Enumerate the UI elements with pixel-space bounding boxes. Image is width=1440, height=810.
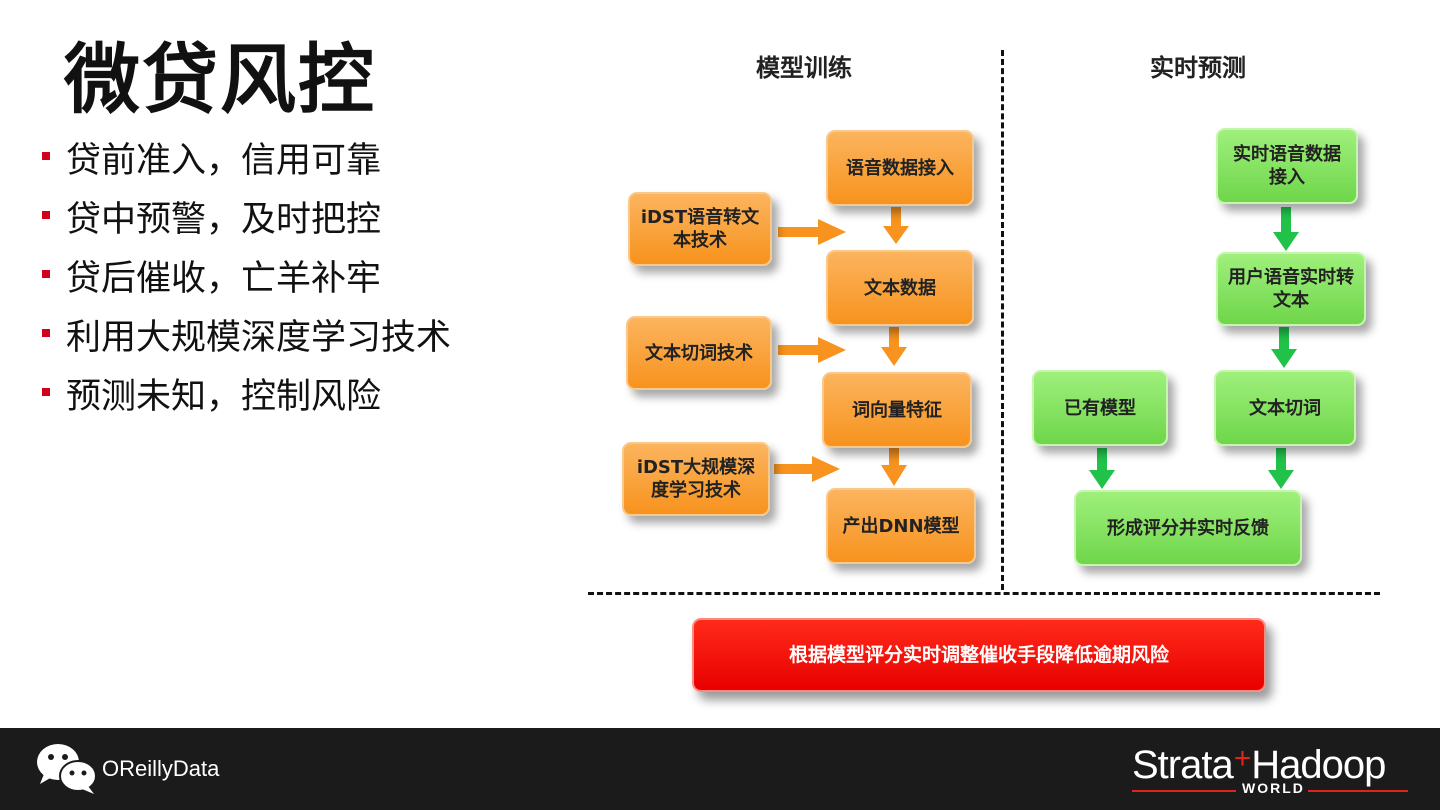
bullet-marker [42, 211, 50, 219]
bullet-item: 预测未知，控制风险 [40, 374, 451, 433]
word-vector-feature-box: 词向量特征 [822, 372, 972, 448]
bullet-text: 贷后催收，亡羊补牢 [66, 259, 382, 299]
bullet-item: 贷中预警，及时把控 [40, 197, 451, 256]
bullet-marker [42, 388, 50, 396]
logo-rule-left [1132, 790, 1236, 792]
segmentation-technique-box: 文本切词技术 [626, 316, 772, 390]
logo-world: WORLD [1242, 780, 1305, 796]
bullet-list: 贷前准入，信用可靠 贷中预警，及时把控 贷后催收，亡羊补牢 利用大规模深度学习技… [40, 138, 451, 433]
bullet-text: 贷中预警，及时把控 [66, 200, 382, 240]
arrow-right-icon [774, 456, 840, 482]
arrow-down-icon [881, 448, 907, 486]
vertical-divider [1001, 50, 1004, 590]
bullet-item: 贷前准入，信用可靠 [40, 138, 451, 197]
arrow-down-icon [1271, 327, 1297, 368]
wechat-icon [37, 744, 97, 794]
slide-title: 微贷风控 [64, 35, 376, 124]
logo-plus: + [1233, 742, 1252, 775]
arrow-right-icon [778, 219, 846, 245]
logo-rule-right [1308, 790, 1408, 792]
horizontal-divider [588, 592, 1380, 595]
training-column-title: 模型训练 [756, 54, 852, 82]
collection-strategy-box: 根据模型评分实时调整催收手段降低逾期风险 [692, 618, 1266, 692]
realtime-column-title: 实时预测 [1150, 54, 1246, 82]
arrow-down-icon [1089, 448, 1115, 489]
arrow-down-icon [883, 207, 909, 244]
account-name: OReillyData [102, 756, 220, 781]
existing-model-box: 已有模型 [1032, 370, 1168, 446]
asr-technique-box: iDST语音转文本技术 [628, 192, 772, 266]
training-arrows [774, 207, 909, 486]
realtime-voice-input-box: 实时语音数据接入 [1216, 128, 1358, 204]
logo-word-right: Hadoop [1251, 743, 1386, 787]
bullet-item: 利用大规模深度学习技术 [40, 315, 451, 374]
voice-to-text-box: 用户语音实时转文本 [1216, 252, 1366, 326]
footer-bar: OReillyData Strata+Hadoop WORLD [0, 728, 1440, 810]
bullet-item: 贷后催收，亡羊补牢 [40, 256, 451, 315]
bullet-text: 预测未知，控制风险 [66, 377, 382, 417]
bullet-text: 贷前准入，信用可靠 [66, 141, 382, 181]
realtime-arrows [1089, 207, 1299, 489]
bullet-marker [42, 329, 50, 337]
deep-learning-technique-box: iDST大规模深度学习技术 [622, 442, 770, 516]
arrow-right-icon [778, 337, 846, 363]
bullet-marker [42, 152, 50, 160]
dnn-model-output-box: 产出DNN模型 [826, 488, 976, 564]
arrow-down-icon [1268, 448, 1294, 489]
scoring-feedback-box: 形成评分并实时反馈 [1074, 490, 1302, 566]
arrow-down-icon [1273, 207, 1299, 251]
bullet-marker [42, 270, 50, 278]
arrow-down-icon [881, 327, 907, 366]
text-data-box: 文本数据 [826, 250, 974, 326]
text-segmentation-box: 文本切词 [1214, 370, 1356, 446]
strata-hadoop-logo: Strata+Hadoop [1132, 736, 1386, 788]
voice-data-input-box: 语音数据接入 [826, 130, 974, 206]
logo-word-left: Strata [1132, 743, 1234, 787]
bullet-text: 利用大规模深度学习技术 [66, 318, 452, 358]
